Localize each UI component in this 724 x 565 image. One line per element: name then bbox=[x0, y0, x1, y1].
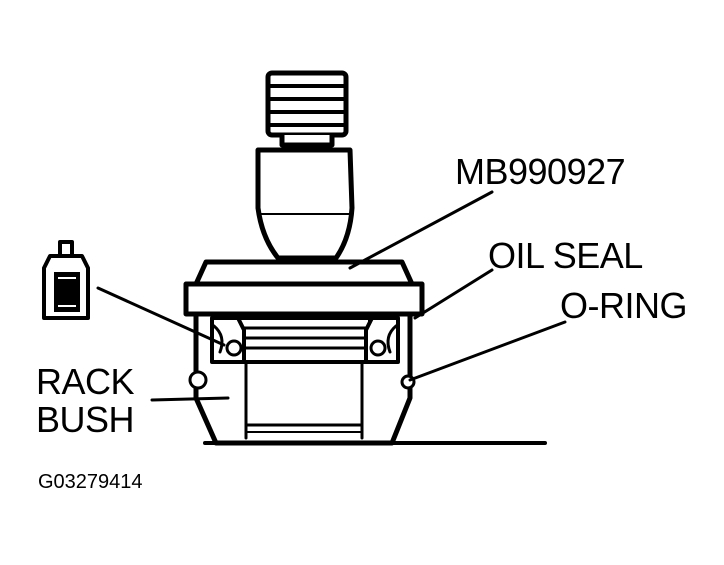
leader-tool bbox=[348, 190, 494, 270]
leader-o-ring bbox=[408, 320, 567, 382]
figure-id: G03279414 bbox=[38, 471, 143, 493]
grease-can-icon bbox=[42, 240, 90, 320]
label-bush: BUSH bbox=[36, 399, 135, 440]
oil-seal-left bbox=[210, 316, 246, 364]
tool-flange bbox=[183, 281, 425, 317]
label-tool: MB990927 bbox=[455, 151, 626, 192]
tool-handle bbox=[265, 70, 349, 148]
leader-grease bbox=[96, 286, 226, 347]
label-rack: RACK bbox=[36, 361, 135, 402]
tool-shaft bbox=[255, 147, 355, 261]
leader-bush bbox=[150, 396, 230, 402]
label-oil-seal: OIL SEAL bbox=[488, 235, 643, 276]
label-o-ring: O-RING bbox=[560, 285, 688, 326]
oil-seal-right bbox=[364, 316, 400, 364]
o-ring-left bbox=[188, 370, 208, 390]
tool-head bbox=[193, 259, 415, 287]
rack-bush bbox=[234, 316, 372, 440]
leader-oil-seal bbox=[413, 268, 494, 320]
